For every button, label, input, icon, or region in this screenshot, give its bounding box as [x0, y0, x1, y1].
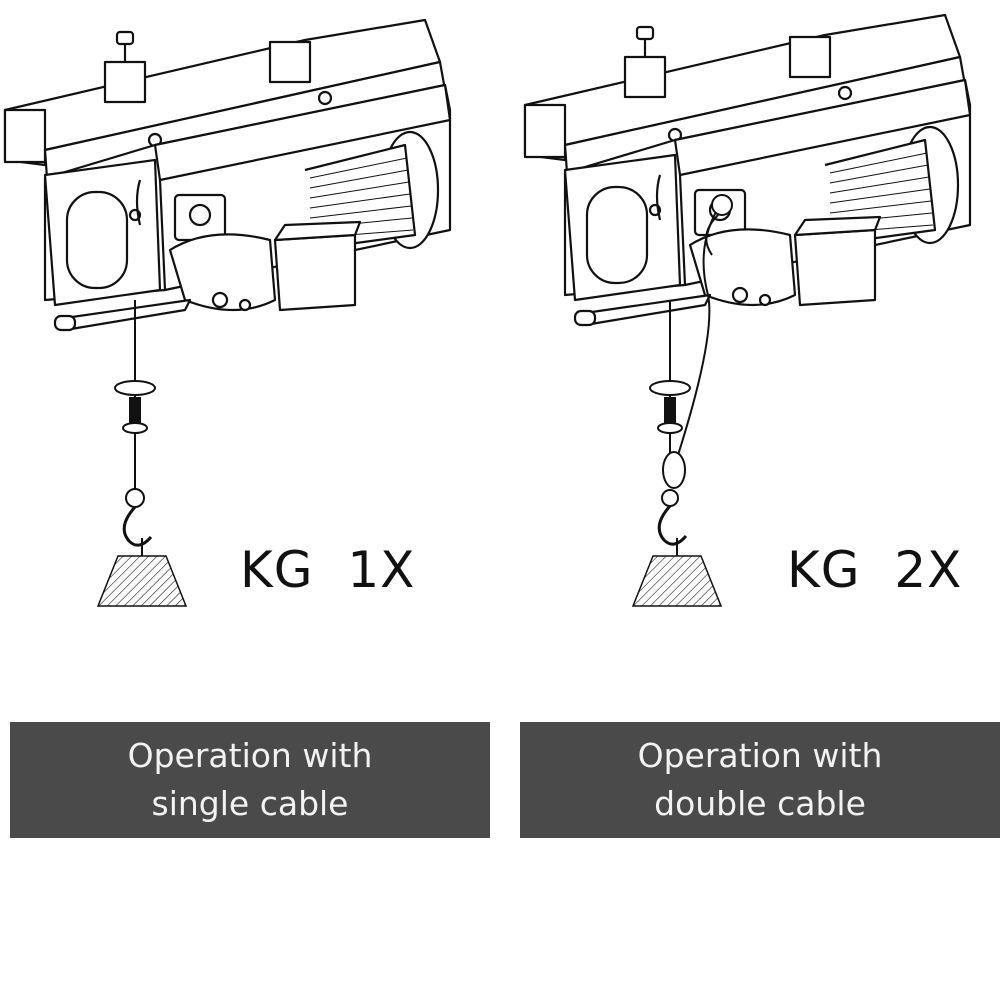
hoist-diagram: [3, 13, 972, 700]
hoist-double-cable-illustration: [523, 13, 972, 606]
caption-double-line2: double cable: [654, 784, 866, 823]
load-weight-single: [98, 556, 186, 606]
load-weight-double: [633, 556, 721, 606]
caption-single-line2: single cable: [151, 784, 349, 823]
label-kg-1x: KG 1X: [240, 541, 416, 599]
caption-single-line1: Operation with: [127, 736, 373, 775]
caption-single-cable: Operation with single cable: [10, 722, 490, 838]
caption-double-cable: Operation with double cable: [520, 722, 1000, 838]
hoist-single-cable-illustration: [3, 18, 452, 606]
label-kg-2x: KG 2X: [787, 541, 963, 599]
caption-double-line1: Operation with: [637, 736, 883, 775]
